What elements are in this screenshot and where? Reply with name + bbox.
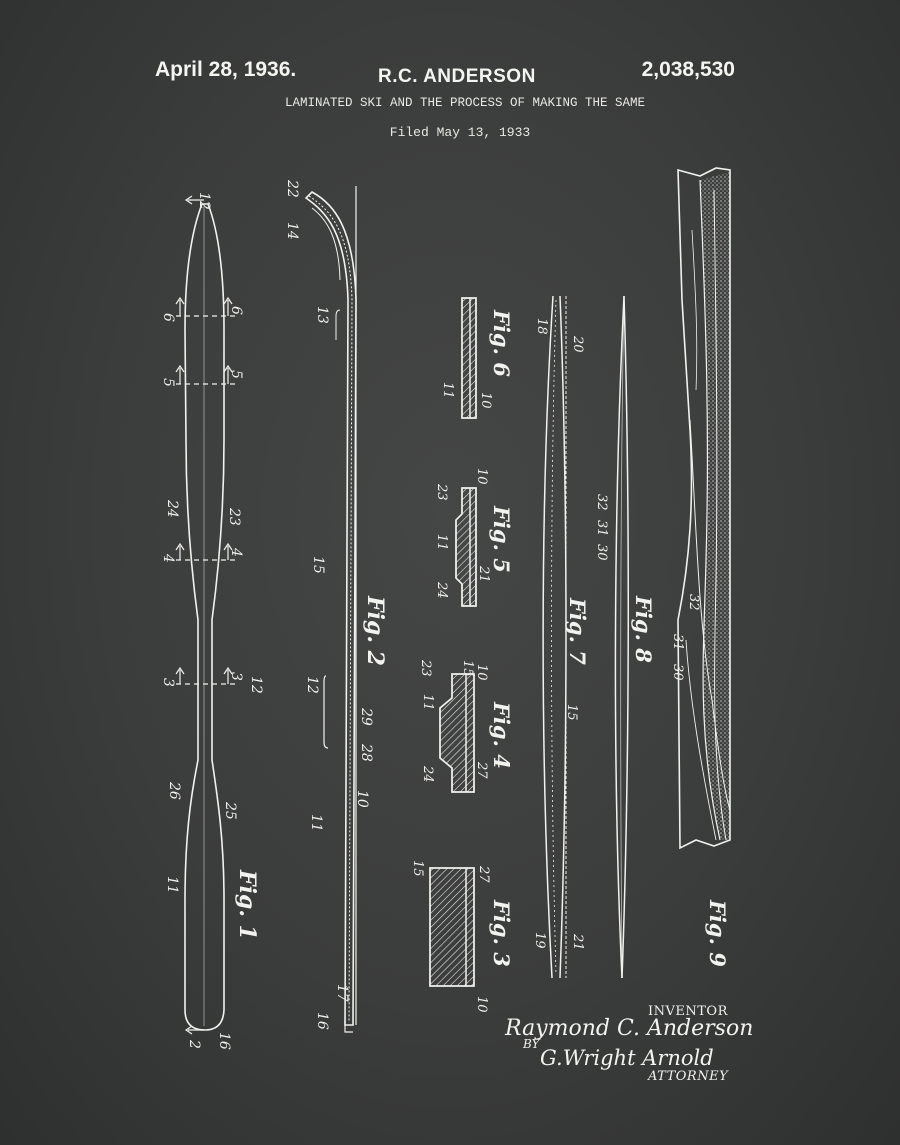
fig8-label-32: 32 (594, 494, 609, 511)
fig1-label-12-top: 12 (196, 192, 212, 210)
fig2-label-13: 13 (314, 306, 330, 324)
fig7-caption: Fig. 7 (565, 597, 590, 665)
fig3-caption: Fig. 3 (489, 899, 514, 967)
fig1-label-5-right: 5 (228, 370, 244, 379)
fig2-label-14: 14 (284, 222, 300, 240)
fig5-label-10: 10 (474, 468, 489, 485)
fig1-label-24: 24 (164, 499, 180, 518)
figure-3-labels: 15 27 10 (410, 860, 491, 1013)
fig4-label-24: 24 (420, 765, 435, 783)
fig2-caption: Fig. 2 (362, 595, 388, 666)
fig4-label-23: 23 (418, 659, 433, 677)
fig1-label-16: 16 (216, 1032, 232, 1050)
figure-4-labels: 23 15 11 10 24 27 (418, 659, 489, 783)
fig9-label-30: 30 (670, 664, 685, 681)
fig1-label-11: 11 (164, 876, 180, 894)
fig8-label-31: 31 (594, 520, 609, 537)
figure-7-labels: 18 20 15 19 21 (532, 318, 585, 951)
fig7-label-19: 19 (532, 932, 547, 949)
fig8-caption: Fig. 8 (631, 595, 656, 663)
fig9-label-31: 31 (670, 634, 685, 651)
patent-number: 2,038,530 (641, 58, 735, 81)
fig1-label-4-right: 4 (228, 547, 244, 557)
fig4-label-15: 15 (460, 660, 475, 677)
fig2-label-10: 10 (354, 790, 370, 808)
figure-7-lamination (542, 295, 567, 979)
fig4-label-10: 10 (474, 664, 489, 681)
fig1-label-6-left: 6 (160, 313, 176, 322)
fig2-label-28: 28 (358, 743, 374, 762)
fig6-caption: Fig. 6 (489, 309, 514, 377)
fig4-label-27: 27 (474, 761, 489, 779)
fig5-label-11: 11 (434, 534, 449, 551)
figure-5-labels: 10 23 11 21 24 (434, 468, 491, 599)
fig1-label-3-right: 3 (228, 672, 244, 681)
fig1-label-4-left: 4 (160, 553, 176, 563)
fig2-label-29: 29 (358, 707, 374, 726)
fig6-label-11: 11 (440, 382, 455, 399)
fig2-label-16: 16 (314, 1012, 330, 1030)
fig3-label-27: 27 (476, 865, 491, 883)
fig1-label-26: 26 (166, 781, 182, 800)
figure-9-laminated-block (677, 167, 731, 850)
figure-1-ski-top-view (175, 195, 236, 1035)
figure-2-ski-side-view (304, 186, 357, 1033)
by-label: BY (523, 1037, 540, 1051)
fig1-label-25: 25 (222, 801, 238, 820)
figure-1-labels: 12 6 6 5 5 24 23 4 4 3 3 12 26 25 11 2 1… (160, 192, 264, 1050)
filed-date: Filed May 13, 1933 (389, 125, 531, 140)
fig2-label-12: 12 (304, 676, 320, 694)
figure-8-labels: 30 31 32 (594, 494, 609, 561)
fig2-label-11: 11 (308, 814, 324, 832)
figure-6-cross-section (461, 297, 477, 419)
fig3-label-10: 10 (474, 996, 489, 1013)
fig9-caption: Fig. 9 (705, 899, 730, 967)
attorney-signature: G.Wright Arnold (540, 1046, 714, 1070)
fig2-label-22: 22 (284, 179, 300, 198)
figure-8-blank-profile (614, 295, 630, 979)
fig3-label-15: 15 (410, 860, 425, 877)
patent-date: April 28, 1936. (155, 58, 297, 81)
figure-3-cross-section (429, 867, 475, 987)
fig4-label-11: 11 (420, 694, 435, 711)
fig7-label-20: 20 (570, 335, 585, 353)
fig1-label-23: 23 (226, 507, 242, 526)
fig1-label-5-left: 5 (160, 378, 176, 387)
fig1-caption: Fig. 1 (234, 869, 260, 940)
fig5-label-21: 21 (476, 565, 491, 583)
figure-2-labels: 22 14 13 15 12 29 28 10 11 16 17 (284, 179, 374, 1030)
fig8-label-30: 30 (594, 544, 609, 561)
inventor-label: INVENTOR (648, 1004, 728, 1019)
inventor-heading: R.C. ANDERSON (378, 66, 536, 87)
fig4-caption: Fig. 4 (489, 701, 514, 769)
fig1-label-3-left: 3 (160, 678, 176, 687)
fig5-label-23: 23 (434, 483, 449, 501)
fig7-label-15: 15 (564, 704, 579, 721)
fig1-label-2: 2 (186, 1039, 202, 1049)
fig1-label-6-right: 6 (228, 306, 244, 315)
patent-title: LAMINATED SKI AND THE PROCESS OF MAKING … (284, 96, 646, 110)
fig1-label-12-mid: 12 (248, 676, 264, 694)
fig6-label-10: 10 (478, 392, 493, 409)
inventor-signature: Raymond C. Anderson (505, 1016, 754, 1041)
attorney-label: ATTORNEY (648, 1069, 729, 1084)
fig7-label-21: 21 (570, 933, 585, 951)
fig5-caption: Fig. 5 (489, 505, 514, 573)
figure-4-cross-section (439, 673, 475, 793)
figure-9-labels: 32 31 30 (670, 594, 701, 681)
figure-5-cross-section (455, 487, 477, 607)
fig2-label-17: 17 (334, 984, 350, 1002)
fig5-label-24: 24 (434, 581, 449, 599)
fig9-label-32: 32 (686, 594, 701, 611)
fig2-label-15: 15 (310, 556, 326, 574)
figure-6-labels: 11 10 (440, 382, 493, 409)
fig7-label-18: 18 (534, 318, 549, 335)
